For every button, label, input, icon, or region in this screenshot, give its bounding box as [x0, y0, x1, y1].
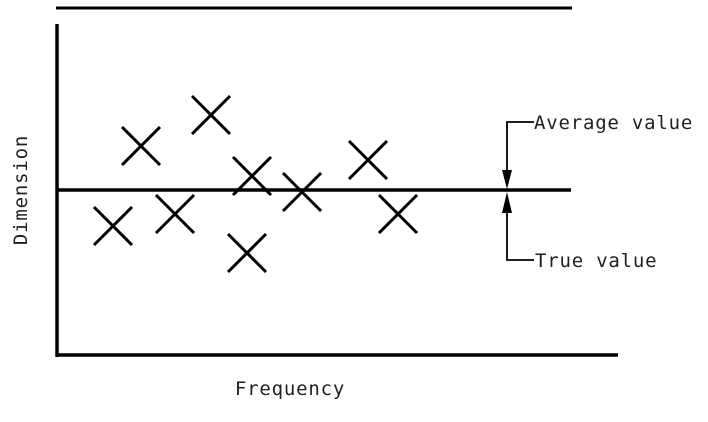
average-arrowhead [502, 170, 512, 189]
x-axis-label: Frequency [234, 378, 346, 400]
x-marker [154, 193, 196, 235]
x-marker [92, 205, 134, 247]
x-marker [377, 193, 419, 235]
true-leader-line [506, 212, 534, 261]
true-arrowhead [502, 192, 512, 213]
x-marker [347, 139, 389, 181]
x-marker [120, 125, 162, 167]
x-marker [190, 94, 232, 136]
x-marker [226, 232, 268, 274]
true-value-label: True value [535, 250, 658, 272]
x-marker [281, 171, 323, 213]
average-value-label: Average value [534, 112, 694, 134]
average-leader-line [506, 121, 534, 171]
y-axis-label: Dimension [10, 134, 32, 246]
x-marker [231, 155, 273, 197]
